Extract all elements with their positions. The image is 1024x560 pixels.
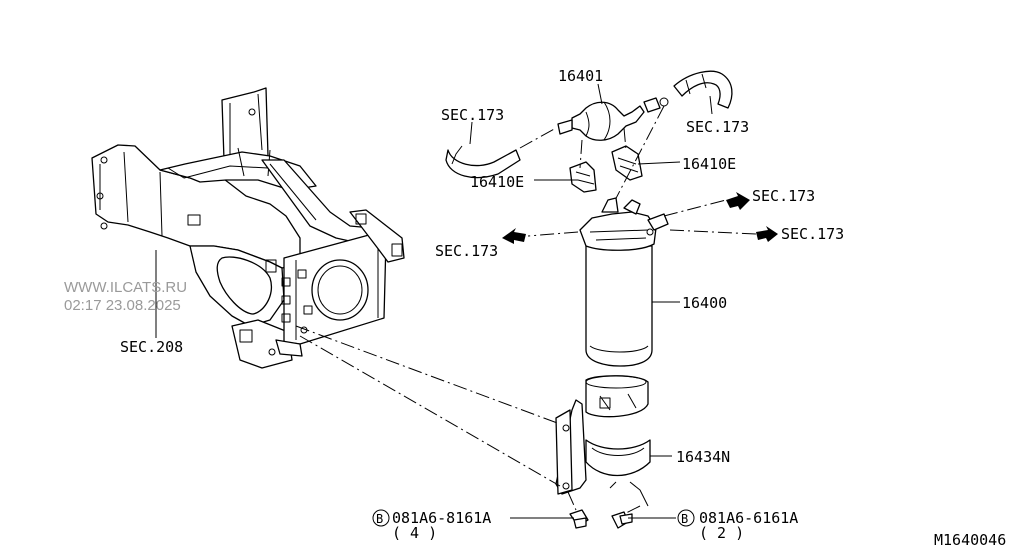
leader-lines xyxy=(155,83,713,519)
label-bolt-left-qty: ( 4 ) xyxy=(392,524,437,542)
label-bolt-right-qty: ( 2 ) xyxy=(699,524,744,542)
fuel-hoses-drawing xyxy=(445,70,733,207)
label-sec173-arrow-left[interactable]: SEC.173 xyxy=(435,242,498,260)
bolt-left-callout[interactable]: B 081A6-8161A ( 4 ) xyxy=(372,509,491,542)
bolt-left-drawing xyxy=(569,509,589,529)
label-bolt-left-part: 081A6-8161A xyxy=(392,509,491,527)
bolt-left-marker: B xyxy=(376,512,383,526)
bolt-right-marker-icon xyxy=(677,509,695,527)
label-16410e-right[interactable]: 16410E xyxy=(682,155,736,173)
bolt-right-marker: B xyxy=(681,512,688,526)
label-16401[interactable]: 16401 xyxy=(558,67,603,85)
watermark-timestamp: 02:17 23.08.2025 xyxy=(64,297,181,314)
sec173-upper-arrow-icon xyxy=(726,192,750,210)
label-16400[interactable]: 16400 xyxy=(682,294,727,312)
label-bolt-right-part: 081A6-6161A xyxy=(699,509,798,527)
watermark-site: WWW.ILCATS.RU xyxy=(64,279,187,296)
fuel-filter-drawing xyxy=(527,197,757,367)
diagram-code: M1640046 xyxy=(934,531,1006,549)
label-sec173-arrow-right[interactable]: SEC.173 xyxy=(781,225,844,243)
filter-clamp-drawing xyxy=(295,325,651,515)
label-sec173-hose-right[interactable]: SEC.173 xyxy=(686,118,749,136)
label-sec208[interactable]: SEC.208 xyxy=(120,338,183,356)
mounting-bracket-drawing xyxy=(91,87,405,369)
sec173-left-arrow-icon xyxy=(502,228,526,244)
sec173-right-arrow-icon xyxy=(756,226,778,242)
bolt-left-marker-icon xyxy=(372,509,390,527)
bolt-right-callout[interactable]: B 081A6-6161A ( 2 ) xyxy=(677,509,798,542)
bolt-right-drawing xyxy=(611,511,633,529)
label-sec173-arrow-upper[interactable]: SEC.173 xyxy=(752,187,815,205)
label-16410e-left[interactable]: 16410E xyxy=(470,173,524,191)
label-16434n[interactable]: 16434N xyxy=(676,448,730,466)
label-sec173-hose-left[interactable]: SEC.173 xyxy=(441,106,504,124)
